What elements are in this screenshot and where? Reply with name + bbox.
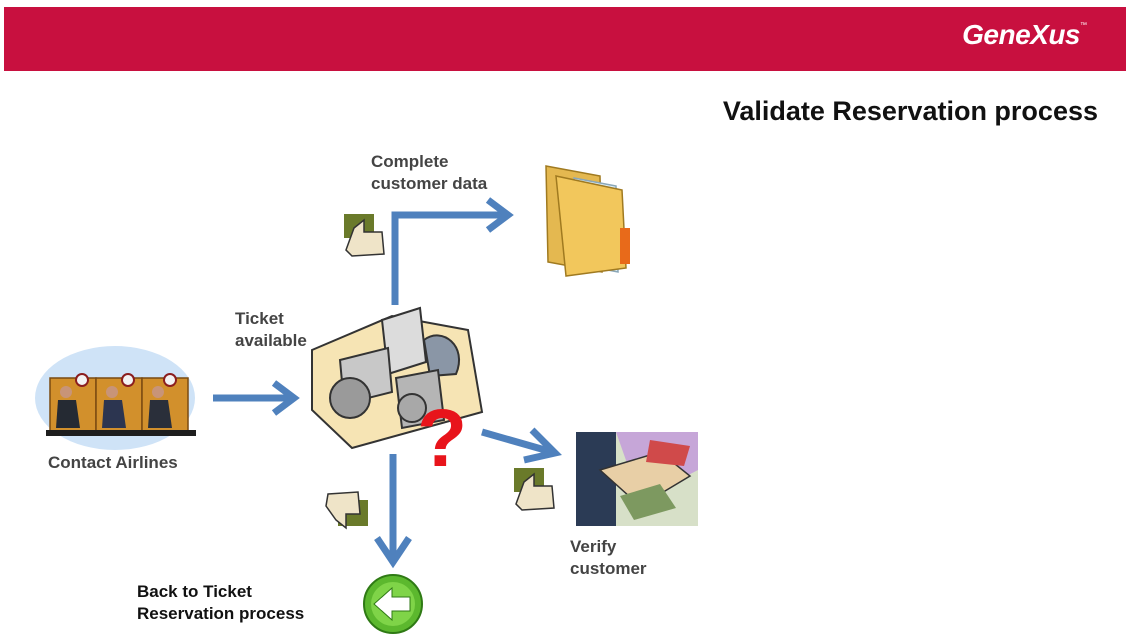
arrow-desk-to-verify-head: [523, 427, 562, 464]
label-ticket-line2: available: [235, 331, 307, 350]
label-back-line2: Reservation process: [137, 604, 305, 623]
label-complete-customer-data: Complete customer data: [371, 151, 487, 195]
label-verify-line1: Verify: [570, 537, 617, 556]
header-bar: [4, 7, 1126, 71]
label-ticket-available: Ticket available: [235, 308, 307, 352]
arrow-up-right: [391, 211, 505, 305]
slide-title: Validate Reservation process: [722, 96, 1098, 126]
arrow-contact-to-desk-head: [271, 380, 300, 416]
thumbs-up-icon-right: [514, 468, 555, 511]
arrow-down-head: [374, 536, 412, 569]
label-complete-line2: customer data: [371, 174, 488, 193]
genexus-logo: GeneXus: [962, 19, 1080, 50]
label-contact-airlines: Contact Airlines: [48, 453, 178, 472]
label-complete-line1: Complete: [371, 152, 449, 171]
arrow-up-right-head: [485, 197, 514, 233]
office-desk-icon: [311, 306, 484, 450]
call-center-people-icon: [35, 346, 196, 450]
label-back-line1: Back to Ticket: [137, 582, 252, 601]
thumbs-down-icon: [325, 491, 368, 530]
back-arrow-button-icon: [363, 574, 423, 634]
folder-icon: [545, 165, 630, 277]
question-mark-icon: ?: [417, 393, 467, 484]
label-verify-customer: Verify customer: [570, 536, 647, 580]
thumbs-up-icon: [344, 214, 385, 257]
arrow-desk-to-verify: [481, 428, 553, 456]
label-ticket-line1: Ticket: [235, 309, 284, 328]
handshake-verify-icon: [576, 432, 698, 526]
label-back-to-ticket-reservation: Back to Ticket Reservation process: [137, 581, 304, 625]
label-verify-line2: customer: [570, 559, 647, 578]
logo-trademark: ™: [1080, 22, 1087, 29]
